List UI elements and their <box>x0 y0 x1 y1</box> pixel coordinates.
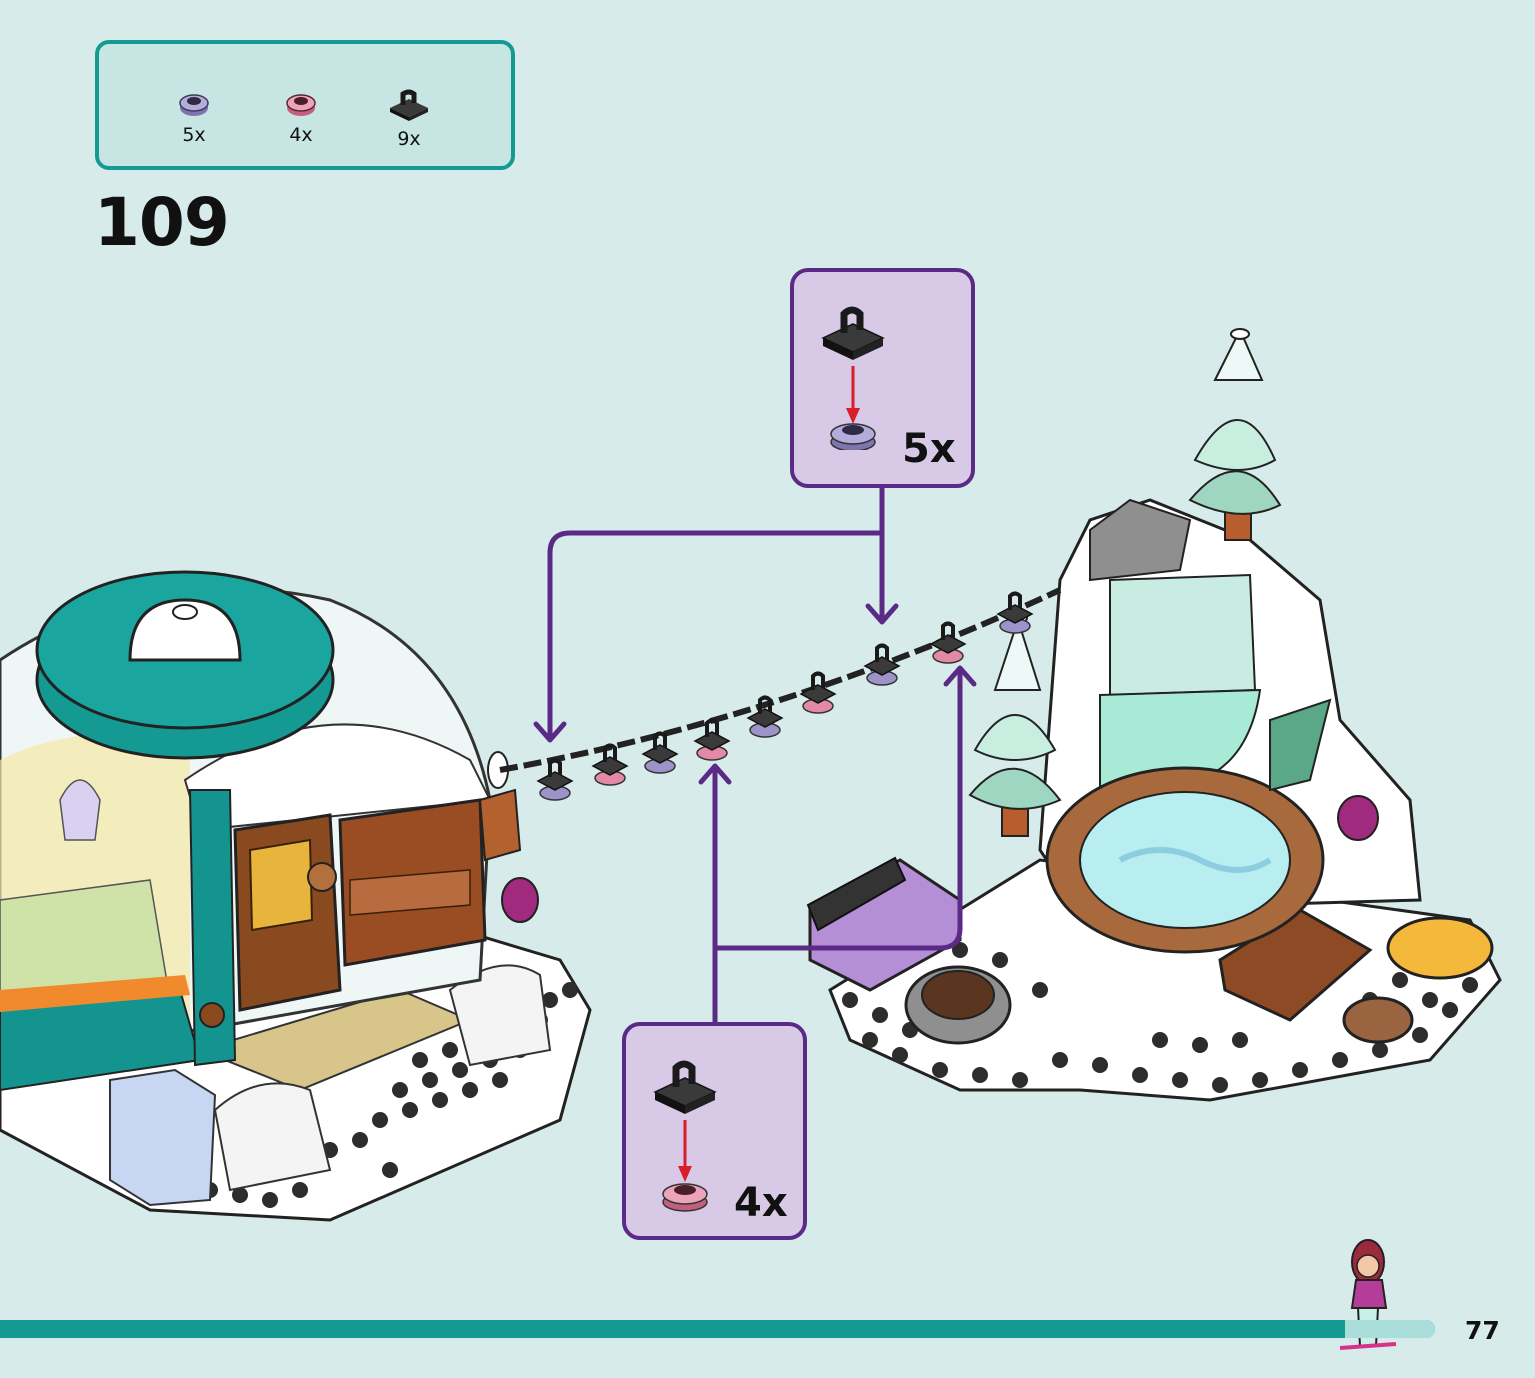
callout-pointer-top <box>533 485 899 743</box>
pink-round-tile-icon <box>662 1183 708 1212</box>
snow-tree-large <box>1188 327 1282 541</box>
light-clip-piece <box>641 731 679 774</box>
minifigure-skier <box>1339 1239 1397 1350</box>
light-bulbs <box>536 591 1034 801</box>
callout-pointer-bottom <box>698 665 977 1025</box>
step-number: 109 <box>94 184 230 261</box>
igloo-dome <box>0 570 539 1092</box>
parts-item-lavender-tile: 5x <box>164 88 224 146</box>
light-clip-piece <box>536 758 574 801</box>
parts-qty: 9x <box>397 128 421 150</box>
light-clip-piece <box>693 718 731 761</box>
red-down-arrow-icon <box>678 1120 692 1182</box>
hot-tub-base-plate <box>806 498 1502 1102</box>
light-clip-piece <box>863 643 901 686</box>
black-clip-plate-icon <box>821 306 885 360</box>
parts-item-clip-plate: 9x <box>379 88 439 150</box>
callout-top-diagram <box>821 306 885 450</box>
lavender-round-tile-icon <box>179 94 209 116</box>
light-clip-piece <box>746 695 784 738</box>
light-clip-piece <box>591 743 629 786</box>
callout-qty: 5x <box>902 426 956 472</box>
black-clip-plate-icon <box>653 1060 717 1114</box>
parts-item-pink-tile: 4x <box>271 88 331 146</box>
red-down-arrow-icon <box>846 366 860 424</box>
lavender-round-tile-icon <box>830 423 876 450</box>
footer-progress-tail <box>1345 1320 1435 1338</box>
light-string <box>499 587 1062 773</box>
callout-bottom-diagram <box>653 1060 717 1212</box>
footer-progress-bar <box>0 1320 1435 1338</box>
parts-qty: 5x <box>182 124 206 146</box>
black-clip-plate-icon <box>390 89 428 121</box>
pink-round-tile-icon <box>286 94 316 116</box>
light-clip-piece <box>799 671 837 714</box>
parts-qty: 4x <box>289 124 313 146</box>
light-clip-piece <box>929 621 967 664</box>
snow-tree-small <box>968 612 1062 837</box>
page-number: 77 <box>1465 1316 1500 1345</box>
callout-bottom-subassembly: 4x <box>622 1022 807 1240</box>
callout-qty: 4x <box>734 1180 788 1226</box>
callout-top-subassembly: 5x <box>790 268 975 488</box>
light-clip-piece <box>996 591 1034 634</box>
parts-list-box: 5x 4x 9x <box>95 40 515 170</box>
